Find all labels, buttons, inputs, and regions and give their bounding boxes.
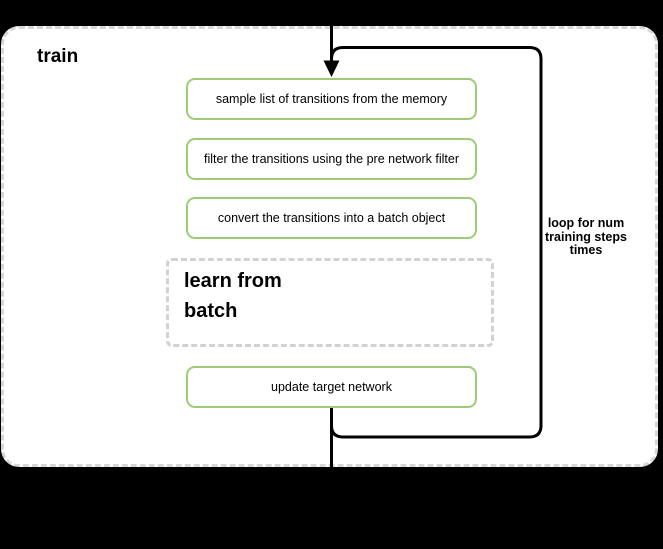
activity-sample-transitions: sample list of transitions from the memo…: [186, 78, 477, 120]
activity-filter-transitions: filter the transitions using the pre net…: [186, 138, 477, 180]
activity-update-target-network: update target network: [186, 366, 477, 408]
partition-title: train: [37, 46, 79, 67]
activity-learn-from-batch: learn from batch: [166, 258, 494, 347]
loop-label: loop for num training steps times: [545, 216, 627, 257]
activity-convert-to-batch: convert the transitions into a batch obj…: [186, 197, 477, 239]
